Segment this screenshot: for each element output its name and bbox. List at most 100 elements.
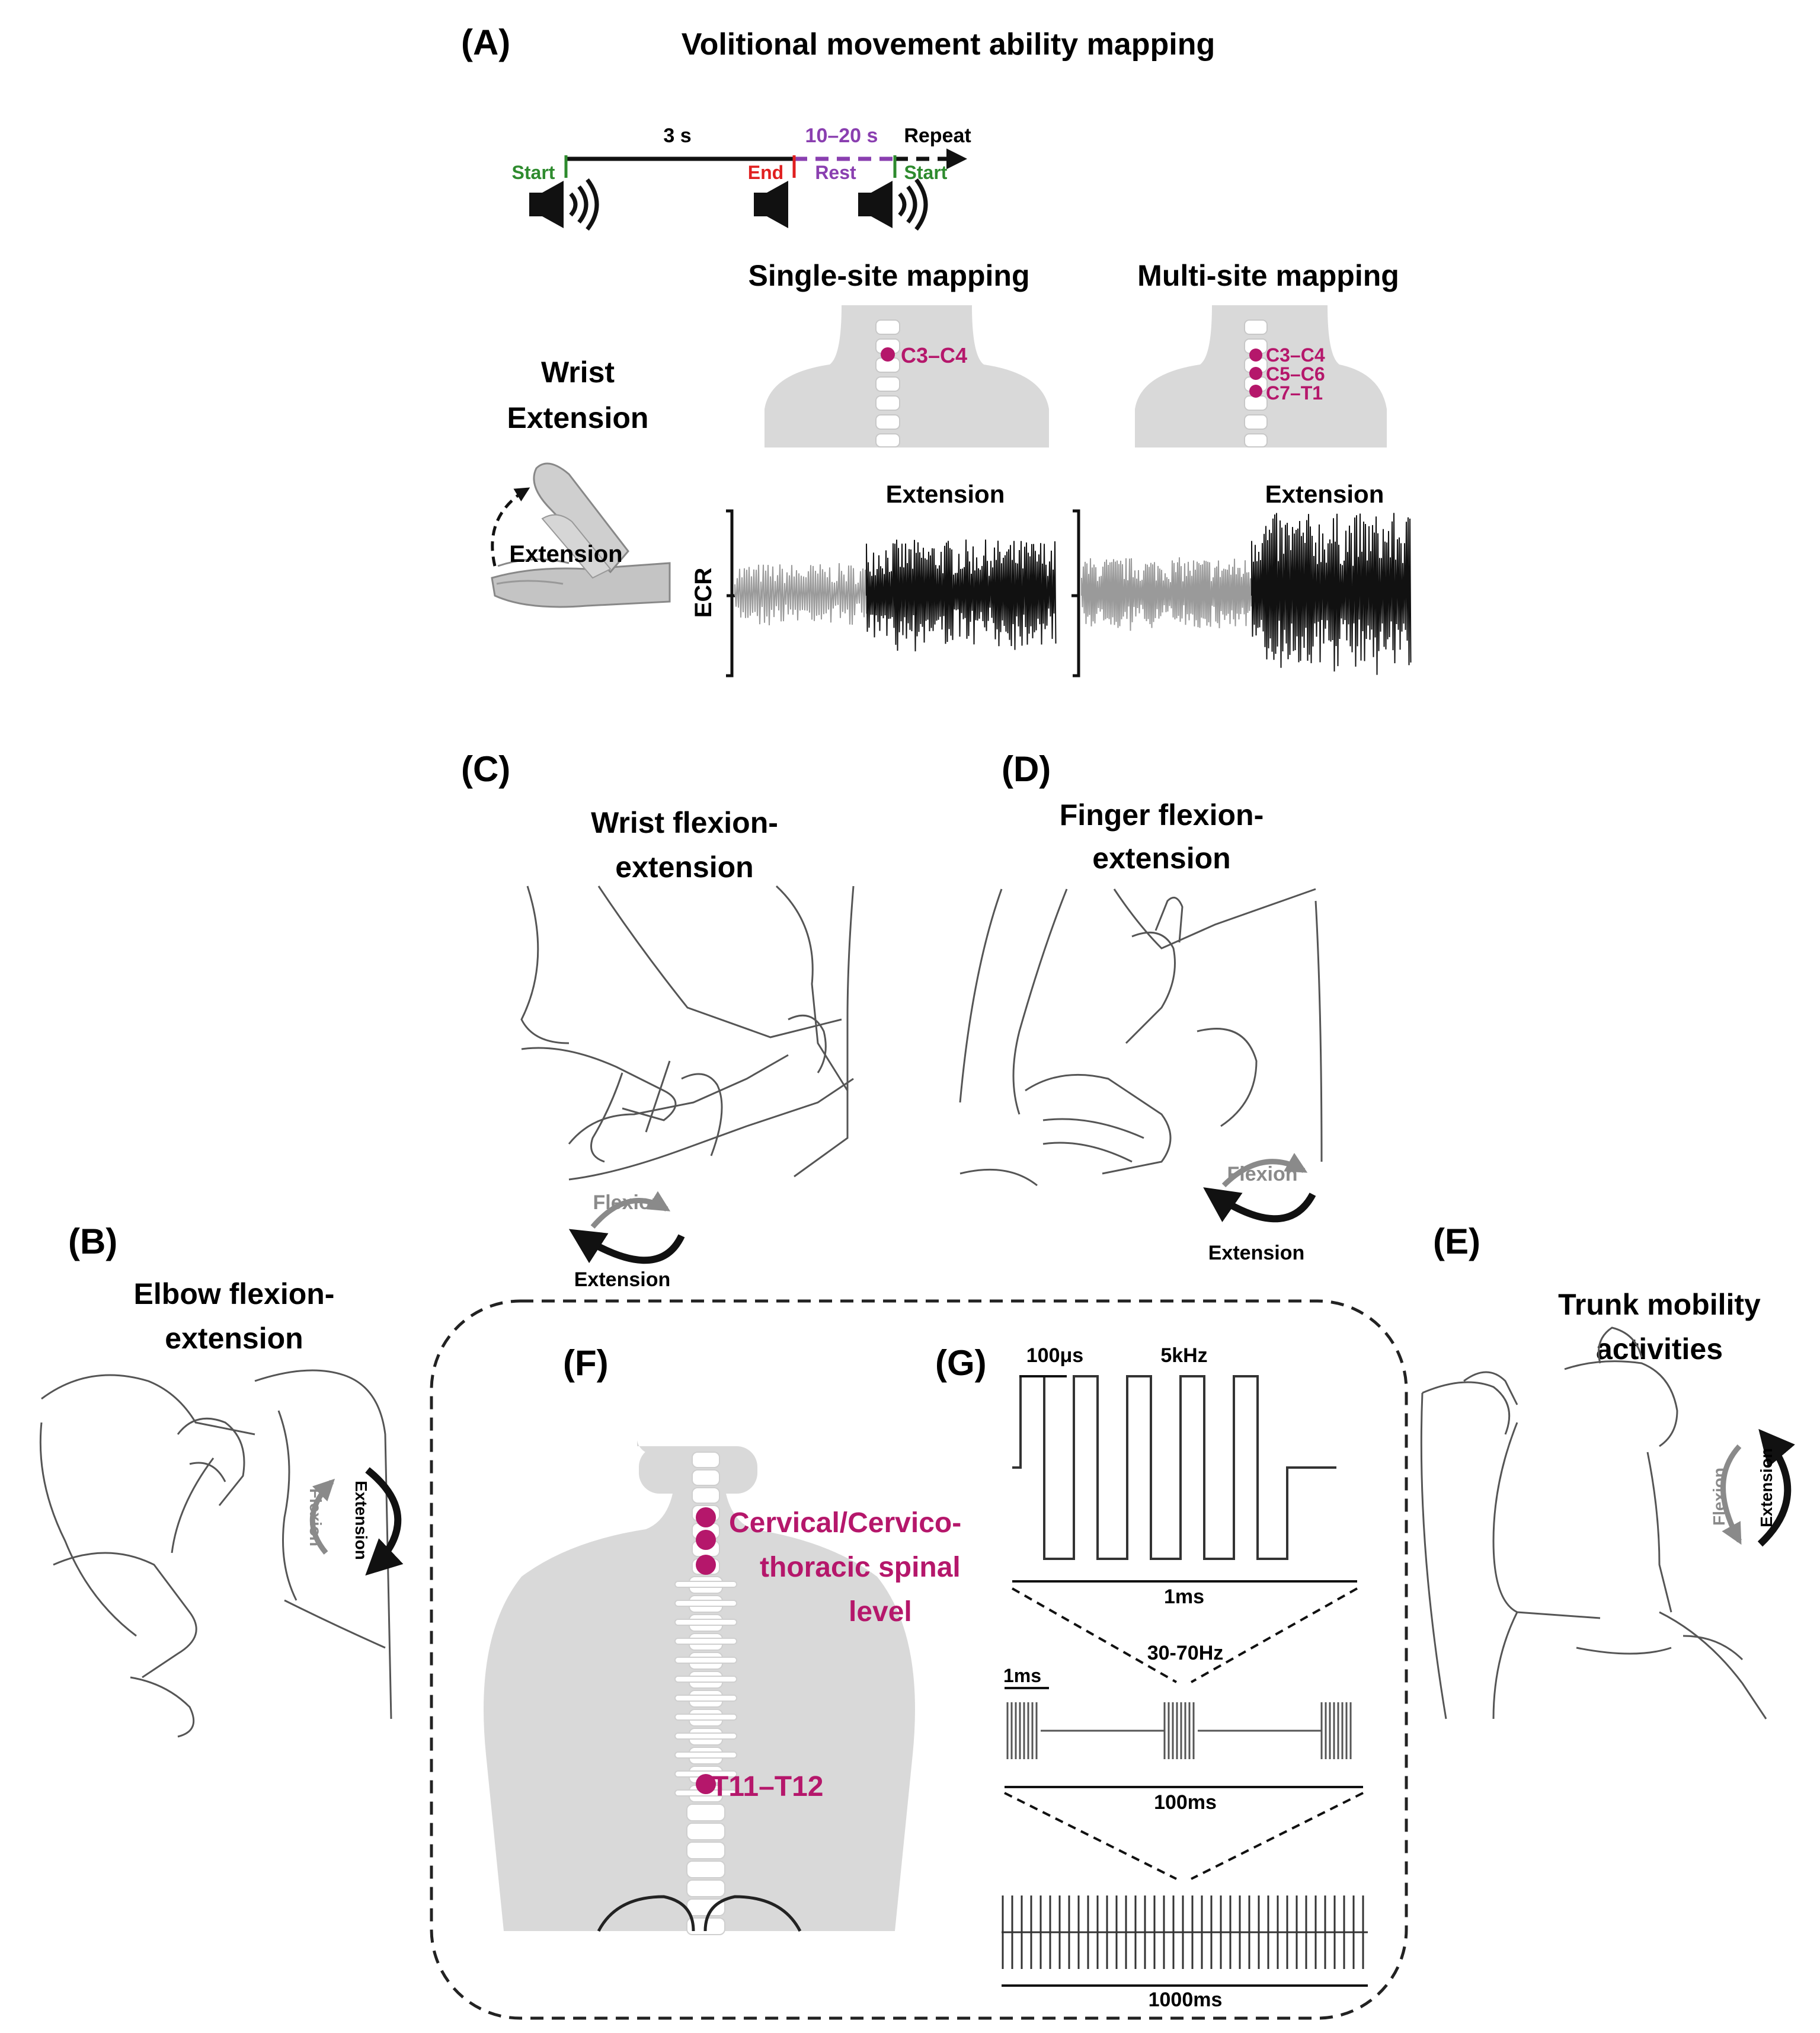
arrow-extension-label: Extension: [1757, 1448, 1776, 1527]
scale2-label: 100ms: [1154, 1791, 1217, 1814]
multi-site-title: Multi-site mapping: [1137, 259, 1399, 292]
vertebra: [686, 1823, 725, 1840]
arrow-flexion-label: Flexion: [306, 1488, 325, 1546]
repeat-label: Repeat: [904, 124, 971, 147]
panel-a: (A) Volitional movement ability mapping …: [461, 23, 1412, 677]
panel-e-title-line2: activities: [1596, 1332, 1723, 1366]
rib-stub: [674, 1732, 737, 1740]
panel-b-title-line2: extension: [165, 1322, 303, 1355]
panel-c-title-line1: Wrist flexion-: [591, 806, 778, 839]
vertebra: [692, 1487, 720, 1504]
emg-muscle-label: ECR: [690, 568, 717, 618]
panel-c-title-line2: extension: [615, 851, 753, 884]
stim-site-marker: [1249, 349, 1262, 362]
finger-flexion-illustration: [959, 888, 1323, 1187]
panel-b: (B) Elbow flexion- extension Flexion Ext…: [39, 1222, 404, 1738]
rib-stub: [674, 1600, 737, 1607]
rib-stub: [674, 1638, 737, 1645]
multi-site-label: C3–C4: [1266, 344, 1325, 366]
stim-site-marker: [1249, 367, 1262, 380]
panel-e-label: (E): [1433, 1222, 1480, 1261]
spine-vertebrae: [674, 1452, 737, 1935]
panel-c-label: (C): [461, 749, 510, 789]
vertebra: [686, 1804, 725, 1821]
stim-site-marker: [1249, 385, 1262, 398]
rib-stub: [674, 1751, 737, 1759]
emg-multi-site: Extension: [1071, 480, 1412, 677]
panel-a-title: Volitional movement ability mapping: [682, 27, 1215, 62]
emg-single-site: ECR Extension: [690, 480, 1057, 677]
panel-g-label: (G): [935, 1343, 987, 1383]
burst-freq-label: 30-70Hz: [1147, 1642, 1224, 1664]
stim-site-marker: [696, 1555, 716, 1575]
stim-site-marker: [696, 1774, 716, 1794]
emg-active-signal: [866, 539, 1057, 651]
single-site-neck: C3–C4: [765, 305, 1049, 447]
vertebra: [686, 1861, 725, 1878]
panel-d-label: (D): [1002, 749, 1051, 789]
single-site-label: C3–C4: [901, 343, 967, 367]
start-label: Start: [512, 162, 555, 183]
stim-site-marker: [696, 1507, 716, 1527]
emg-rest-signal: [1081, 557, 1252, 631]
lumbar-label: T11–T12: [711, 1771, 823, 1802]
emg-burst-label: Extension: [1265, 480, 1384, 508]
vertebra: [692, 1452, 720, 1468]
panel-g: (G) 100μs 5kHz 1ms 30-70Hz 1ms 100ms 100…: [935, 1343, 1368, 2011]
wrist-rotation-arrows: Flexion Extension: [568, 1191, 685, 1291]
rib-stub: [674, 1695, 737, 1702]
scale3-label: 1000ms: [1149, 1989, 1223, 2011]
panel-d-title-line2: extension: [1092, 842, 1230, 875]
cervical-label-line2: thoracic spinal: [760, 1552, 961, 1583]
carrier-freq-label: 5kHz: [1160, 1344, 1207, 1367]
emg-rest-signal: [734, 563, 867, 625]
rib-stub: [674, 1619, 737, 1626]
rib-stub: [674, 1714, 737, 1721]
start2-label: Start: [904, 162, 948, 183]
multi-site-label: C7–T1: [1266, 382, 1323, 404]
trial-timeline: 3 s 10–20 s Repeat Start End Rest Start: [512, 124, 971, 229]
hand-illustration: [491, 462, 671, 608]
burst-train-waveform: 1ms 100ms: [1003, 1665, 1364, 1880]
stimulation-box: [430, 1299, 1408, 2020]
trunk-rotation-arrows: Flexion Extension: [1710, 1428, 1795, 1547]
stim-site-marker: [881, 347, 895, 362]
arrow-extension-label: Extension: [574, 1268, 670, 1291]
vertebra: [686, 1879, 725, 1897]
emg-rest-trace: [1081, 557, 1252, 631]
scale1-label: 1ms: [1164, 1586, 1204, 1608]
stim-site-marker: [696, 1530, 716, 1550]
pulse-width-label: 100μs: [1026, 1344, 1083, 1367]
long-train-waveform: 1000ms: [1002, 1895, 1368, 2011]
panel-c: (C) Wrist flexion- extension Flexion Ext…: [461, 749, 855, 1291]
emg-active-trace: [1251, 513, 1412, 675]
speaker-off-icon: [754, 181, 788, 228]
movement-title-line2: Extension: [507, 401, 649, 434]
vertebra: [692, 1469, 720, 1486]
duration-label: 3 s: [663, 124, 691, 147]
arrow-flexion-label: Flexion: [1710, 1468, 1728, 1526]
panel-d-title-line1: Finger flexion-: [1060, 798, 1264, 832]
speaker-on-icon: [529, 180, 597, 229]
cervical-label-line3: level: [849, 1596, 912, 1628]
elbow-flexion-illustration: [39, 1369, 392, 1738]
single-site-title: Single-site mapping: [748, 259, 1029, 292]
multi-site-label: C5–C6: [1266, 363, 1325, 385]
hand-extension-label: Extension: [509, 541, 622, 567]
wrist-flexion-illustration: [520, 885, 855, 1181]
elbow-rotation-arrows: Flexion Extension: [306, 1467, 404, 1576]
multi-site-neck: C3–C4 C5–C6 C7–T1: [1135, 305, 1387, 447]
arrow-flexion-label: Flexion: [1227, 1163, 1297, 1185]
arrow-extension-label: Extension: [352, 1481, 370, 1560]
panel-e: (E) Trunk mobility activities Flexion Ex…: [1420, 1222, 1795, 1719]
end-label: End: [748, 162, 783, 183]
trunk-mobility-illustration: [1420, 1326, 1767, 1719]
panel-b-title-line1: Elbow flexion-: [134, 1277, 335, 1310]
rib-stub: [674, 1657, 737, 1664]
panel-b-label: (B): [68, 1222, 117, 1261]
panel-e-title-line1: Trunk mobility: [1558, 1288, 1761, 1321]
rest-duration-label: 10–20 s: [805, 124, 878, 147]
rib-stub: [674, 1676, 737, 1683]
arrow-flexion-label: Flexion: [593, 1191, 663, 1214]
